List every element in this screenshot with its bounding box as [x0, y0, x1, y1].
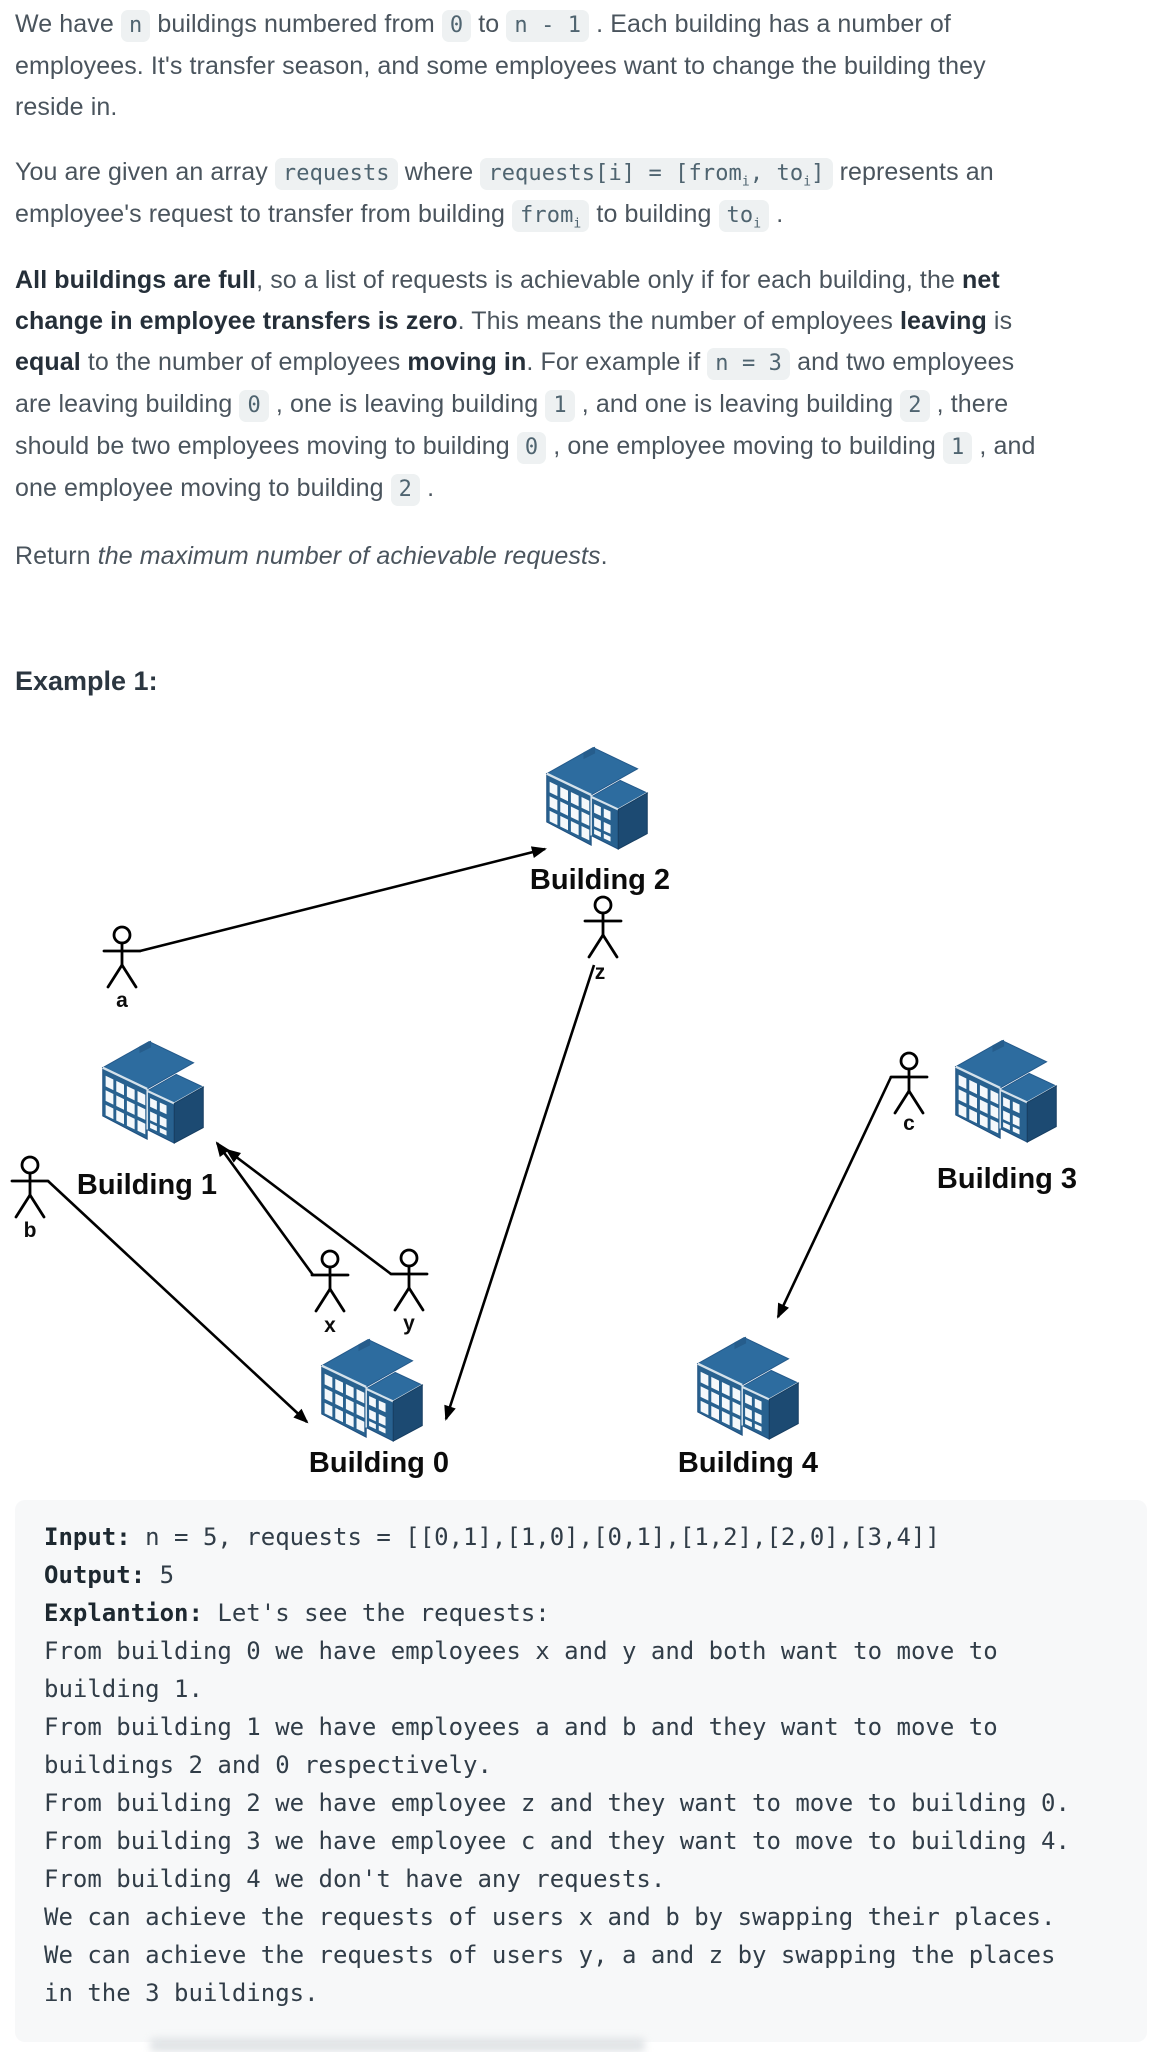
employee-b-label: b — [24, 1219, 37, 1242]
building-1-icon — [101, 1039, 205, 1145]
example-text-line: From building 1 we have employees a and … — [44, 1713, 998, 1741]
inline-code-chip: 1 — [943, 432, 973, 464]
arrow-z-to-building-0 — [444, 964, 596, 1421]
inline-code-chip: n — [120, 10, 151, 42]
example-output-line: Output: 5 — [44, 1561, 175, 1589]
arrow-y-to-building-1 — [225, 1148, 392, 1276]
problem-return-statement: Return the maximum number of achievable … — [15, 542, 608, 570]
employee-y-label: y — [403, 1312, 415, 1335]
employee-b-figure — [10, 1155, 50, 1219]
employee-x-label: x — [324, 1314, 336, 1337]
example-1-diagram: Building 2 Building 1 Building 3 Buildin… — [0, 702, 1162, 1492]
building-3-label: Building 3 — [937, 1163, 1077, 1195]
inline-code-chip: 0 — [516, 432, 547, 464]
problem-paragraph: We have n buildings numbered from 0 to n… — [15, 10, 986, 121]
building-2-icon — [545, 745, 649, 851]
example-text-line: From building 3 we have employee c and t… — [44, 1827, 1070, 1855]
example-1-diagram-svg: Building 2 Building 1 Building 3 Buildin… — [10, 745, 1077, 1479]
example-input-line: Input: n = 5, requests = [[0,1],[1,0],[0… — [44, 1523, 940, 1551]
example-text-line: From building 4 we don't have any reques… — [44, 1865, 666, 1893]
building-1-label: Building 1 — [77, 1169, 217, 1201]
employee-z-figure — [583, 895, 623, 959]
employee-a-label: a — [116, 989, 128, 1012]
arrow-x-to-building-1 — [215, 1141, 315, 1276]
arrow-a-to-building-2 — [139, 846, 547, 953]
inline-code-chip: fromi — [512, 200, 590, 232]
inline-code-chip: 0 — [239, 390, 269, 422]
example-text-line: From building 0 we have employees x and … — [44, 1637, 998, 1665]
inline-code-chip: 0 — [441, 10, 472, 42]
example-1-heading: Example 1: — [15, 666, 158, 696]
problem-paragraph: You are given an array requests where re… — [15, 158, 994, 232]
next-example-image-cropped — [150, 2038, 645, 2052]
inline-code-chip: requests — [274, 158, 398, 190]
employee-y-figure — [389, 1248, 429, 1312]
inline-code-chip: n = 3 — [707, 348, 791, 380]
example-explanation-line: Explantion: Let's see the requests: — [44, 1599, 550, 1627]
example-text-line: We can achieve the requests of users x a… — [44, 1903, 1056, 1931]
inline-code-chip: toi — [718, 200, 770, 232]
example-1-io-block: Input: n = 5, requests = [[0,1],[1,0],[0… — [15, 1500, 1147, 2042]
employee-c-label: c — [903, 1112, 915, 1135]
problem-paragraph: All buildings are full, so a list of req… — [15, 260, 1148, 510]
inline-code-chip: 2 — [390, 474, 421, 506]
employee-a-figure — [102, 925, 142, 989]
problem-statement: We have n buildings numbered from 0 to n… — [15, 4, 1148, 577]
example-text-line: buildings 2 and 0 respectively. — [44, 1751, 492, 1779]
inline-code-chip: 1 — [545, 390, 575, 422]
employee-c-figure — [889, 1051, 929, 1115]
building-3-icon — [954, 1038, 1058, 1144]
example-text-line: We can achieve the requests of users y, … — [44, 1941, 1056, 1969]
example-text-line: building 1. — [44, 1675, 203, 1703]
building-4-label: Building 4 — [678, 1447, 818, 1479]
arrow-b-to-building-0 — [47, 1180, 309, 1424]
problem-description-page: We have n buildings numbered from 0 to n… — [0, 4, 1162, 1492]
example-text-line: From building 2 we have employee z and t… — [44, 1789, 1070, 1817]
inline-code-chip: 2 — [900, 390, 930, 422]
building-0-label: Building 0 — [309, 1447, 449, 1479]
employee-z-label: z — [595, 961, 606, 984]
building-4-icon — [696, 1335, 800, 1441]
building-2-label: Building 2 — [530, 864, 670, 896]
employee-x-figure — [310, 1249, 350, 1313]
inline-code-chip: n - 1 — [506, 10, 590, 42]
building-0-icon — [320, 1337, 424, 1443]
example-text-line: in the 3 buildings. — [44, 1979, 319, 2007]
inline-code-chip: requests[i] = [fromi, toi] — [480, 158, 833, 190]
arrow-c-to-building-4 — [776, 1076, 893, 1319]
